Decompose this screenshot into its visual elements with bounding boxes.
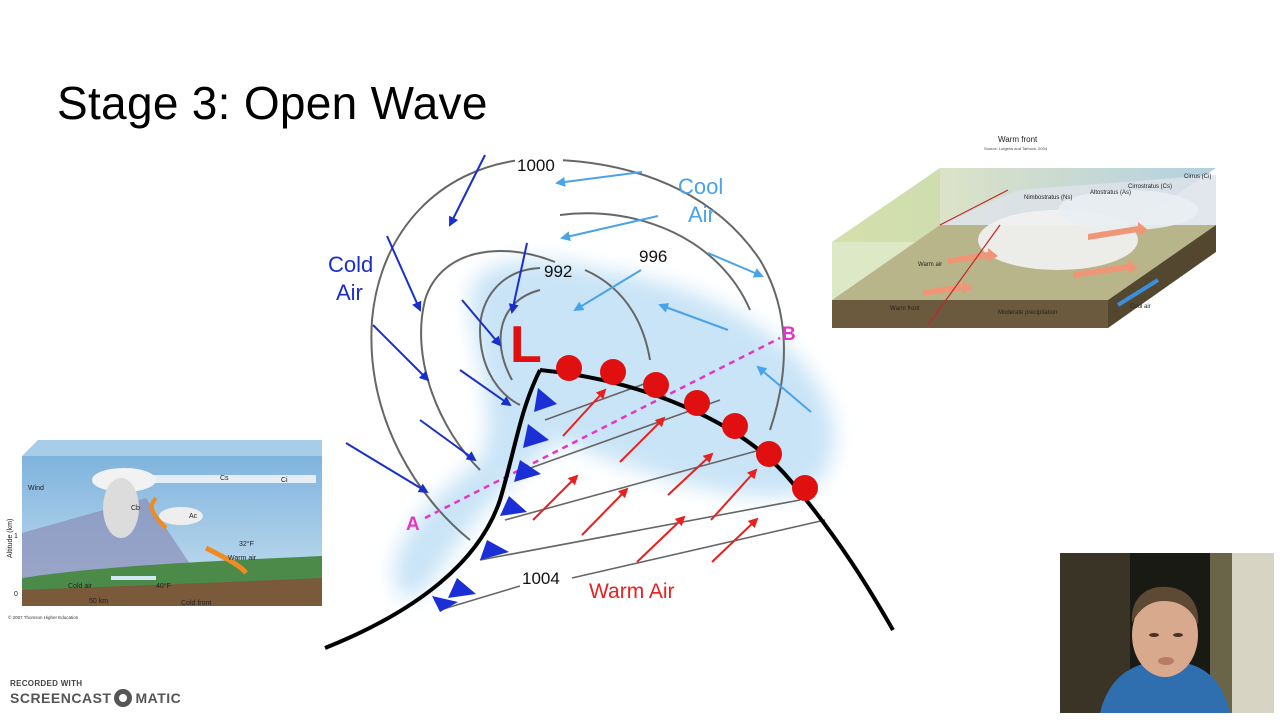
watermark-recorded-with: RECORDED WITH xyxy=(10,679,83,688)
isobar-992-right xyxy=(584,269,651,361)
label-cool-air: Cool air xyxy=(1130,304,1151,310)
label-cold-front: Cold front xyxy=(181,600,211,607)
warm-front-line xyxy=(539,368,895,631)
isobar-1000-right xyxy=(559,159,785,431)
webcam-overlay xyxy=(1060,553,1274,713)
cold-front-cross-section: Wind Cs Ci Cb Ac 32°F Warm air Cold air … xyxy=(7,440,322,620)
watermark-logo-icon xyxy=(114,689,133,707)
label-altostratus: Altostratus (As) xyxy=(1090,190,1131,196)
slide-title: Stage 3: Open Wave xyxy=(57,77,488,129)
watermark-matic: MATIC xyxy=(135,690,182,706)
low-pressure-symbol: L xyxy=(510,316,542,374)
cold-air-arrows xyxy=(345,154,528,494)
label-altitude: Altitude (km) xyxy=(7,519,14,558)
isobar-label-1000: 1000 xyxy=(517,156,555,175)
warm-front-title: Warm front xyxy=(998,135,1038,144)
label-precipitation: Moderate precipitation xyxy=(998,310,1057,316)
warm-air-arrows xyxy=(532,388,759,563)
isobar-label-996: 996 xyxy=(639,247,667,266)
isobar-992-inner xyxy=(499,289,541,381)
label-cb: Cb xyxy=(131,505,140,512)
label-cs: Cs xyxy=(220,475,229,482)
isobar-992 xyxy=(478,267,541,406)
point-a-label: A xyxy=(406,514,420,535)
isobars xyxy=(370,159,785,541)
label-altitude-1: 1 xyxy=(14,533,18,540)
label-32f: 32°F xyxy=(239,540,254,548)
isobar-label-1004: 1004 xyxy=(522,569,560,588)
label-ci: Ci xyxy=(281,477,288,484)
label-cold-air: Cold air xyxy=(68,583,93,590)
panel-credit: © 2007 Thomson Higher Education xyxy=(8,614,79,620)
label-altitude-0: 0 xyxy=(14,591,18,598)
presenter-video xyxy=(1060,553,1274,713)
screencast-watermark: RECORDED WITH SCREENCAST MATIC xyxy=(10,679,181,707)
cold-front-line xyxy=(324,369,542,650)
cross-section-line xyxy=(424,336,781,520)
isobar-996 xyxy=(420,250,556,471)
warm-front-bumps xyxy=(556,355,818,501)
label-warm-air: Warm air xyxy=(228,555,257,562)
cold-air-label-line1: Cold xyxy=(328,252,373,277)
cool-air-label-line1: Cool xyxy=(678,174,723,199)
isobar-label-992: 992 xyxy=(544,262,572,281)
cold-air-label-line2: Air xyxy=(336,280,363,305)
label-nimbostratus: Nimbostratus (Ns) xyxy=(1024,195,1072,201)
cold-front-triangles xyxy=(432,388,557,612)
cool-air-label-line2: Air xyxy=(688,202,715,227)
label-warm-air: Warm air xyxy=(918,262,942,268)
label-ac: Ac xyxy=(189,513,198,520)
label-40f: 40°F xyxy=(156,582,171,590)
watermark-screencast: SCREENCAST xyxy=(10,690,112,706)
label-cirrus: Cirrus (Ci) xyxy=(1184,174,1211,180)
label-cirrostratus: Cirrostratus (Cs) xyxy=(1128,184,1172,190)
isobar-996-right xyxy=(559,212,751,311)
warm-front-block-diagram: Warm front Source: Lutgens and Tarbuck, … xyxy=(832,135,1216,328)
label-warm-front: Warm front xyxy=(890,306,920,312)
warm-front-source: Source: Lutgens and Tarbuck, 2004 xyxy=(984,146,1048,151)
point-b-label: B xyxy=(782,324,796,345)
cool-air-arrows xyxy=(555,171,812,413)
label-50km: 50 km xyxy=(89,598,108,605)
warm-air-label: Warm Air xyxy=(589,580,675,603)
label-wind: Wind xyxy=(28,485,44,492)
cloud-shading xyxy=(394,260,835,599)
